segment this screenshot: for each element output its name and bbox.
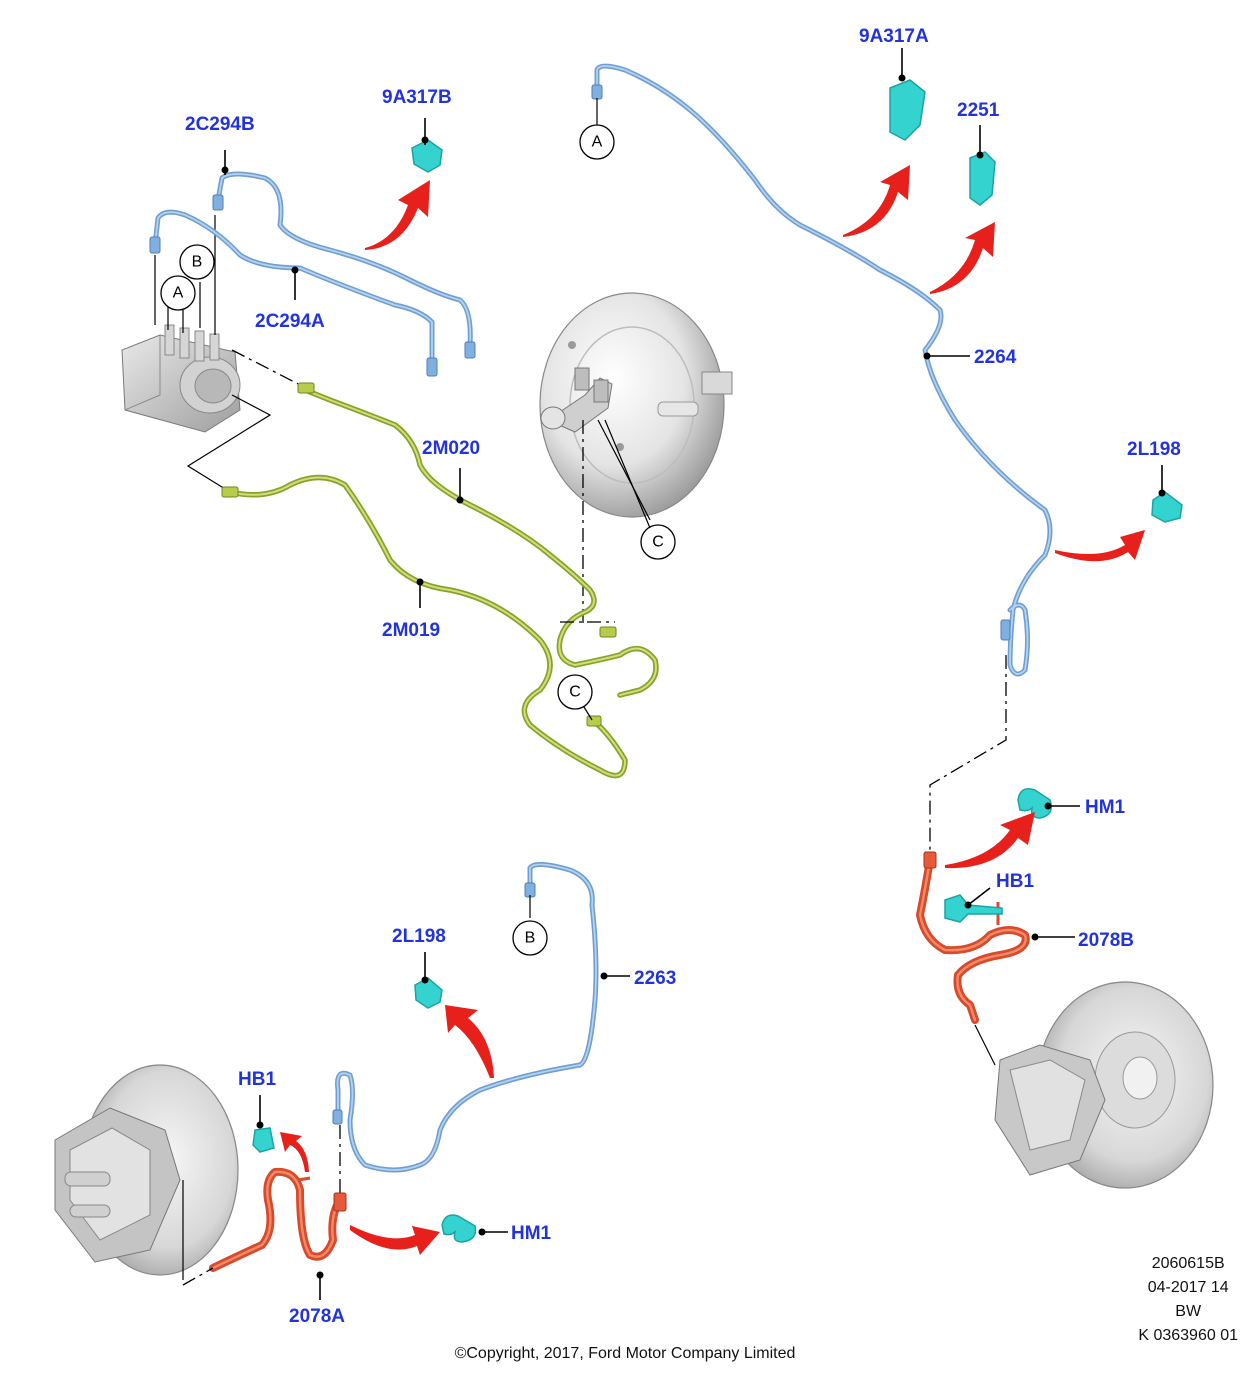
- illustration-number: 2060615B: [1151, 1255, 1225, 1272]
- bolt-hb1-left: [252, 1127, 275, 1153]
- svg-text:A: A: [173, 285, 184, 302]
- clip-2l198-left: [414, 977, 443, 1009]
- label-2078b: 2078B: [1078, 930, 1134, 951]
- label-2m019: 2M019: [382, 620, 440, 641]
- author-code: BW: [1175, 1303, 1202, 1320]
- clip-2l198-right: [1151, 491, 1183, 523]
- svg-text:B: B: [525, 930, 536, 947]
- label-2c294a: 2C294A: [255, 311, 325, 332]
- callout-a-line: A: [579, 124, 615, 160]
- clip-9a317b: [411, 139, 443, 173]
- label-2l198-left: 2L198: [392, 926, 446, 947]
- label-hb1-right: HB1: [996, 871, 1034, 892]
- bolt-hb1-right: [944, 894, 1003, 923]
- brake-line-2m020: [297, 382, 659, 698]
- svg-text:A: A: [592, 134, 603, 151]
- callout-c-booster: C: [640, 524, 676, 560]
- curved-arrow-icon: [280, 165, 1145, 1255]
- label-2264: 2264: [974, 347, 1017, 368]
- svg-text:C: C: [652, 534, 664, 551]
- brake-line-2263: [332, 862, 599, 1173]
- document-reference-block: 2060615B 04-2017 14 BW K 0363960 01: [1138, 1252, 1238, 1348]
- clip-9a317a: [889, 79, 926, 141]
- brake-hose-2078b: [916, 851, 1030, 1024]
- clip-hm1-left: [441, 1214, 477, 1243]
- brake-disc-caliper-left: [54, 1064, 239, 1276]
- callout-c-line: C: [557, 674, 593, 710]
- callout-b-line: B: [512, 920, 548, 956]
- leader-lines: [221, 48, 1166, 1300]
- clip-hm1-right: [1017, 788, 1052, 819]
- brake-line-2c294a: [149, 209, 438, 377]
- clip-2251: [969, 151, 996, 206]
- svg-text:C: C: [569, 684, 581, 701]
- label-hm1-left: HM1: [511, 1223, 552, 1244]
- svg-text:B: B: [192, 254, 203, 271]
- label-2c294b: 2C294B: [185, 114, 255, 135]
- brake-disc-caliper-right: [994, 981, 1214, 1189]
- copyright-notice: ©Copyright, 2017, Ford Motor Company Lim…: [454, 1345, 796, 1362]
- label-hm1-right: HM1: [1085, 797, 1126, 818]
- label-9a317b: 9A317B: [382, 87, 452, 108]
- label-9a317a: 9A317A: [859, 26, 929, 47]
- label-2263: 2263: [634, 968, 676, 989]
- reference-code: K 0363960 01: [1138, 1327, 1238, 1344]
- brake-booster: [539, 292, 733, 518]
- revision-date: 04-2017 14: [1147, 1279, 1229, 1296]
- label-hb1-left: HB1: [238, 1069, 276, 1090]
- label-2l198-right: 2L198: [1127, 439, 1181, 460]
- label-2m020: 2M020: [422, 438, 480, 459]
- abs-module: [121, 324, 241, 433]
- label-2078a: 2078A: [289, 1306, 345, 1327]
- brake-hose-2078a: [209, 1167, 347, 1272]
- callout-b-abs: B: [179, 244, 215, 280]
- brake-line-2c294b: [212, 171, 476, 359]
- label-2251: 2251: [957, 100, 1000, 121]
- callout-a-abs: A: [160, 275, 196, 311]
